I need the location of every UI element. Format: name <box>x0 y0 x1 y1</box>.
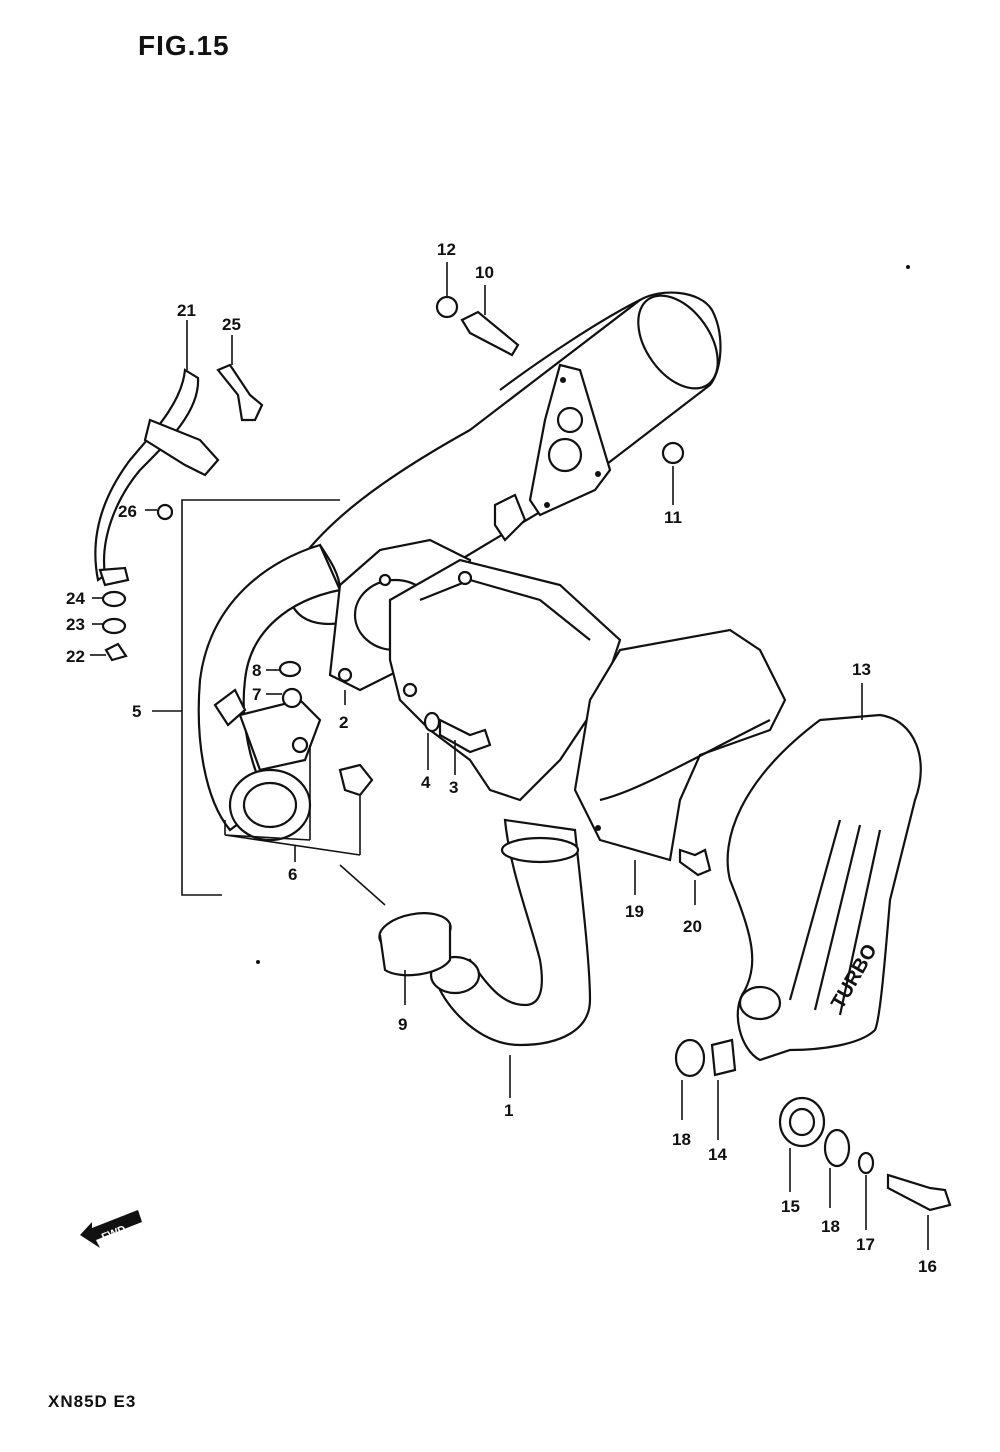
exhaust-pipe-1 <box>429 818 592 1098</box>
lock-washer-17 <box>857 1151 875 1230</box>
callout-16: 16 <box>918 1257 937 1276</box>
callout-7: 7 <box>252 685 261 704</box>
stray-dot <box>256 960 260 964</box>
callout-18a: 18 <box>672 1130 691 1149</box>
callout-2: 2 <box>339 713 348 732</box>
clamp-25 <box>216 363 264 422</box>
callout-10: 10 <box>475 263 494 282</box>
callout-18b: 18 <box>821 1217 840 1236</box>
model-code: XN85D E3 <box>48 1392 137 1411</box>
bracket-21 <box>94 368 220 587</box>
callout-20: 20 <box>683 917 702 936</box>
bolt-3 <box>438 718 492 775</box>
group-5-bracket <box>181 499 340 896</box>
bolt-10 <box>460 285 520 357</box>
callout-22: 22 <box>66 647 85 666</box>
washer-18a <box>674 1038 706 1120</box>
callout-5: 5 <box>132 702 141 721</box>
bolt-20 <box>678 848 712 905</box>
nut-11 <box>661 441 685 505</box>
washer-23 <box>92 617 127 635</box>
sleeve <box>339 864 452 977</box>
bushing-15 <box>778 1096 826 1192</box>
washer-18b <box>823 1128 851 1208</box>
callout-21: 21 <box>177 301 196 320</box>
clamp-assembly <box>213 688 374 858</box>
washer-24 <box>92 590 127 608</box>
callout-15: 15 <box>781 1197 800 1216</box>
callout-12: 12 <box>437 240 456 259</box>
muffler <box>288 291 722 626</box>
nut-7 <box>266 687 303 709</box>
bolt-16 <box>886 1173 952 1250</box>
heat-shield-13: TURBO <box>726 713 922 1062</box>
callout-1: 1 <box>504 1101 513 1120</box>
stray-dot <box>906 265 910 269</box>
callout-17: 17 <box>856 1235 875 1254</box>
spacer-14 <box>710 1038 737 1140</box>
forward-direction-arrow: FWD <box>80 1210 142 1248</box>
callout-8: 8 <box>252 661 261 680</box>
bolt-26 <box>145 503 174 521</box>
callout-4: 4 <box>421 773 431 792</box>
nut-12 <box>435 262 459 319</box>
callout-24: 24 <box>66 589 85 608</box>
callout-26: 26 <box>118 502 137 521</box>
heat-shield-19 <box>573 628 787 862</box>
bolt-22 <box>90 642 128 662</box>
callout-14: 14 <box>708 1145 727 1164</box>
callout-6: 6 <box>288 865 297 884</box>
callout-9: 9 <box>398 1015 407 1034</box>
figure-title: FIG.15 <box>138 30 230 61</box>
callout-11: 11 <box>664 508 682 527</box>
callout-25: 25 <box>222 315 241 334</box>
washer-4 <box>423 711 441 770</box>
callout-23: 23 <box>66 615 85 634</box>
washer-8 <box>266 660 302 678</box>
callout-3: 3 <box>449 778 458 797</box>
callout-19: 19 <box>625 902 644 921</box>
callout-13: 13 <box>852 660 871 679</box>
